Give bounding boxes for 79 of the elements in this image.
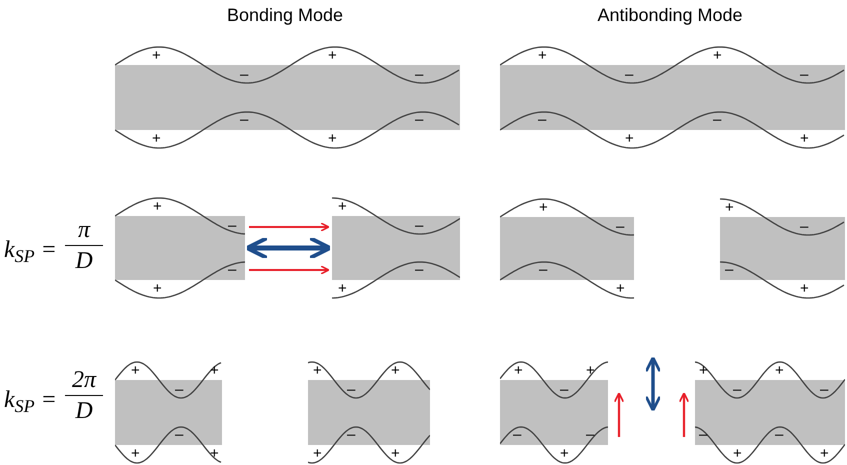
charge-sign: +: [391, 446, 400, 461]
arrow: [249, 222, 330, 232]
arrow: [245, 236, 332, 260]
column-heading: Antibonding Mode: [596, 4, 744, 27]
charge-sign: –: [725, 262, 734, 277]
charge-sign: +: [210, 446, 219, 461]
charge-sign: –: [175, 382, 184, 397]
charge-sign: +: [131, 446, 140, 461]
charge-sign: –: [228, 218, 236, 233]
charge-sign: –: [800, 219, 808, 234]
charge-sign: +: [391, 363, 400, 378]
charge-sign: –: [820, 382, 828, 397]
charge-sign: –: [586, 427, 594, 442]
charge-sign: +: [560, 446, 569, 461]
charge-sign: –: [347, 427, 356, 442]
charge-sign: –: [415, 112, 424, 127]
strip-drawing: [308, 359, 430, 465]
charge-sign: +: [800, 131, 809, 146]
charge-sign: +: [153, 199, 162, 214]
strip-drawing: [500, 196, 634, 301]
charge-sign: +: [338, 281, 347, 296]
formula-text: 2π: [70, 368, 98, 392]
charge-sign: +: [539, 200, 548, 215]
charge-sign: +: [313, 363, 322, 378]
charge-sign: +: [152, 48, 161, 63]
charge-sign: –: [699, 427, 708, 442]
column-heading: Bonding Mode: [226, 4, 344, 27]
charge-sign: –: [415, 218, 424, 233]
charge-sign: +: [152, 131, 161, 146]
charge-sign: –: [775, 427, 784, 442]
strip-drawing: [332, 195, 460, 301]
charge-sign: –: [713, 112, 722, 127]
formula-text: D: [74, 249, 94, 273]
charge-sign: +: [538, 48, 547, 63]
charge-sign: +: [775, 363, 784, 378]
charge-sign: –: [415, 262, 424, 277]
charge-sign: +: [313, 446, 322, 461]
strip-drawing: [500, 359, 608, 465]
charge-sign: +: [210, 363, 219, 378]
formula-text: k$_{SP}$ =: [4, 236, 57, 268]
charge-sign: +: [328, 131, 337, 146]
charge-sign: –: [175, 427, 184, 442]
charge-sign: –: [240, 67, 248, 82]
charge-sign: –: [800, 67, 808, 82]
charge-sign: +: [733, 446, 742, 461]
formula-text: k$_{SP}$ =: [4, 386, 57, 418]
strip-drawing: [695, 359, 845, 465]
charge-sign: –: [539, 262, 548, 277]
charge-sign: +: [725, 200, 734, 215]
charge-sign: +: [153, 281, 162, 296]
charge-sign: +: [328, 48, 337, 63]
strip-drawing: [115, 44, 460, 151]
charge-sign: –: [347, 382, 356, 397]
charge-sign: –: [616, 219, 624, 234]
charge-sign: +: [699, 363, 708, 378]
charge-sign: +: [625, 131, 634, 146]
charge-sign: +: [713, 48, 722, 63]
charge-sign: –: [513, 427, 522, 442]
charge-sign: –: [228, 262, 236, 277]
strip-drawing: [115, 359, 222, 465]
charge-sign: +: [131, 363, 140, 378]
charge-sign: +: [514, 363, 523, 378]
charge-sign: +: [800, 281, 809, 296]
charge-sign: +: [586, 363, 595, 378]
charge-sign: +: [616, 281, 625, 296]
formula-text: D: [74, 399, 94, 423]
charge-sign: +: [820, 446, 829, 461]
charge-sign: –: [415, 67, 424, 82]
charge-sign: –: [560, 382, 568, 397]
charge-sign: –: [538, 112, 546, 127]
strip-drawing: [720, 196, 845, 301]
charge-sign: –: [733, 382, 742, 397]
strip-drawing: [500, 44, 845, 151]
strip-drawing: [115, 195, 245, 301]
formula-text: π: [76, 218, 92, 242]
charge-sign: –: [240, 112, 248, 127]
charge-sign: –: [625, 67, 634, 82]
charge-sign: +: [338, 199, 347, 214]
arrow: [249, 265, 330, 275]
